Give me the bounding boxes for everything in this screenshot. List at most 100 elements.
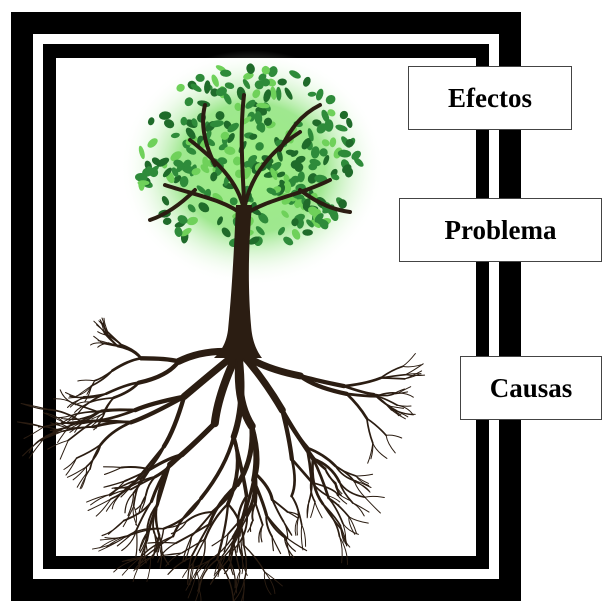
root [210,348,242,428]
root [134,445,166,482]
root [355,480,372,488]
root [153,532,159,558]
branch [188,138,246,212]
leaf [255,226,265,236]
root [290,457,296,498]
leaf [345,139,354,148]
root [89,396,115,403]
root [16,421,45,428]
leaf [159,111,172,120]
leaf [307,173,318,184]
root [396,404,412,407]
leaf [276,171,286,178]
leaf [209,120,224,128]
root [280,408,310,450]
root [264,571,276,595]
leaf [162,167,172,178]
leaf [137,180,150,186]
leaf [307,91,317,97]
root [228,558,236,589]
leaf [210,171,218,182]
root [237,531,243,559]
root [271,498,285,523]
root [67,420,95,442]
leaf [310,146,320,159]
root [339,536,349,565]
root [354,481,366,499]
root [89,443,102,470]
root [55,414,75,419]
root [214,554,226,575]
leaf [329,137,337,148]
root [144,540,148,564]
leaf [200,164,210,174]
leaf [316,123,327,134]
root [62,426,94,433]
root [136,359,181,385]
root [209,536,234,561]
root [182,562,194,578]
leaf [186,147,197,155]
root [242,544,266,573]
root [23,426,45,439]
root [203,502,230,541]
root [311,457,325,506]
root [181,538,206,554]
leaf [147,117,155,126]
leaf [224,82,235,90]
root [99,421,133,447]
root [77,379,96,382]
root [342,384,376,396]
leaf [281,210,289,218]
leaf [301,137,312,150]
leaf [195,73,205,82]
root [123,468,151,482]
root [66,466,87,478]
leaf [319,219,329,230]
root [190,523,211,559]
root [348,516,356,535]
root [116,485,133,497]
tree-canopy [135,63,364,248]
leaf [335,124,348,132]
root [90,494,111,506]
leaf [302,229,313,236]
branch [201,103,217,167]
leaf [325,94,336,105]
leaf [256,102,270,109]
root [231,494,248,539]
root [93,335,103,344]
root [97,331,109,336]
root [348,516,358,535]
leaf [174,226,183,237]
root [298,373,347,389]
leaf [229,197,238,206]
root [240,539,244,560]
leaf [323,155,330,166]
causes-label: Causas [460,356,602,420]
root [345,392,378,398]
leaf [191,168,201,176]
leaf [242,78,251,90]
leaf [161,196,170,206]
leaf [227,122,239,133]
leaf [261,65,270,75]
leaf [191,118,198,127]
root [226,434,240,506]
root [98,536,125,552]
root [264,571,283,587]
root [76,468,91,488]
root [104,466,123,475]
leaf [246,63,255,74]
leaf [258,212,269,224]
root [309,478,316,503]
root [93,415,104,431]
root [324,467,336,485]
root [179,420,218,458]
root [90,342,103,346]
root [230,349,245,440]
root [47,439,69,450]
leaf [319,148,328,157]
leaf [187,204,196,213]
root [258,524,264,543]
